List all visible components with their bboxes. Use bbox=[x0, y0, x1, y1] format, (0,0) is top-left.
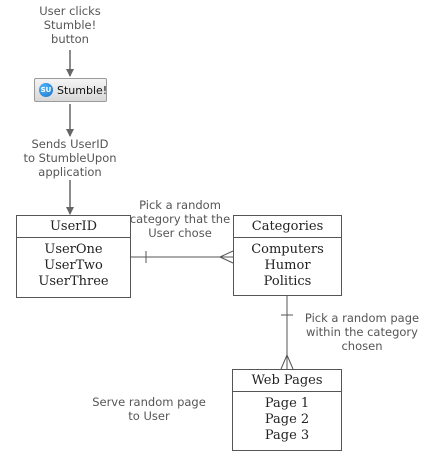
entity-categories-item: Humor bbox=[264, 258, 311, 273]
entity-userid-items: UserOne UserTwo UserThree bbox=[17, 238, 130, 292]
entity-categories-item: Computers bbox=[251, 242, 324, 257]
entity-webpages: Web Pages Page 1 Page 2 Page 3 bbox=[232, 369, 342, 451]
stumble-button-label: Stumble! bbox=[57, 83, 108, 97]
entity-webpages-item: Page 3 bbox=[264, 428, 310, 443]
note-sends-userid: Sends UserID to StumbleUpon application bbox=[23, 137, 117, 179]
entity-userid-item: UserTwo bbox=[44, 258, 103, 273]
entity-userid: UserID UserOne UserTwo UserThree bbox=[16, 215, 131, 298]
entity-userid-item: UserThree bbox=[38, 274, 109, 289]
stumble-button[interactable]: SU Stumble! bbox=[34, 78, 107, 102]
stumbleupon-logo-icon: SU bbox=[39, 83, 53, 97]
entity-userid-item: UserOne bbox=[44, 242, 103, 257]
note-serve-page: Serve random page to User bbox=[92, 395, 206, 423]
entity-categories-title: Categories bbox=[234, 216, 341, 238]
relationship-userid-categories bbox=[131, 250, 234, 264]
entity-webpages-item: Page 2 bbox=[264, 412, 310, 427]
entity-webpages-title: Web Pages bbox=[233, 370, 341, 392]
entity-categories: Categories Computers Humor Politics bbox=[233, 215, 342, 296]
note-user-clicks: User clicks Stumble! button bbox=[39, 4, 101, 46]
entity-webpages-item: Page 1 bbox=[264, 396, 310, 411]
entity-userid-title: UserID bbox=[17, 216, 130, 238]
entity-webpages-items: Page 1 Page 2 Page 3 bbox=[233, 392, 341, 446]
relationship-categories-webpages bbox=[280, 296, 294, 370]
entity-categories-items: Computers Humor Politics bbox=[234, 238, 341, 292]
note-pick-page: Pick a random page within the category c… bbox=[304, 311, 420, 353]
note-pick-category: Pick a random category that the User cho… bbox=[129, 198, 231, 240]
entity-categories-item: Politics bbox=[263, 274, 312, 289]
